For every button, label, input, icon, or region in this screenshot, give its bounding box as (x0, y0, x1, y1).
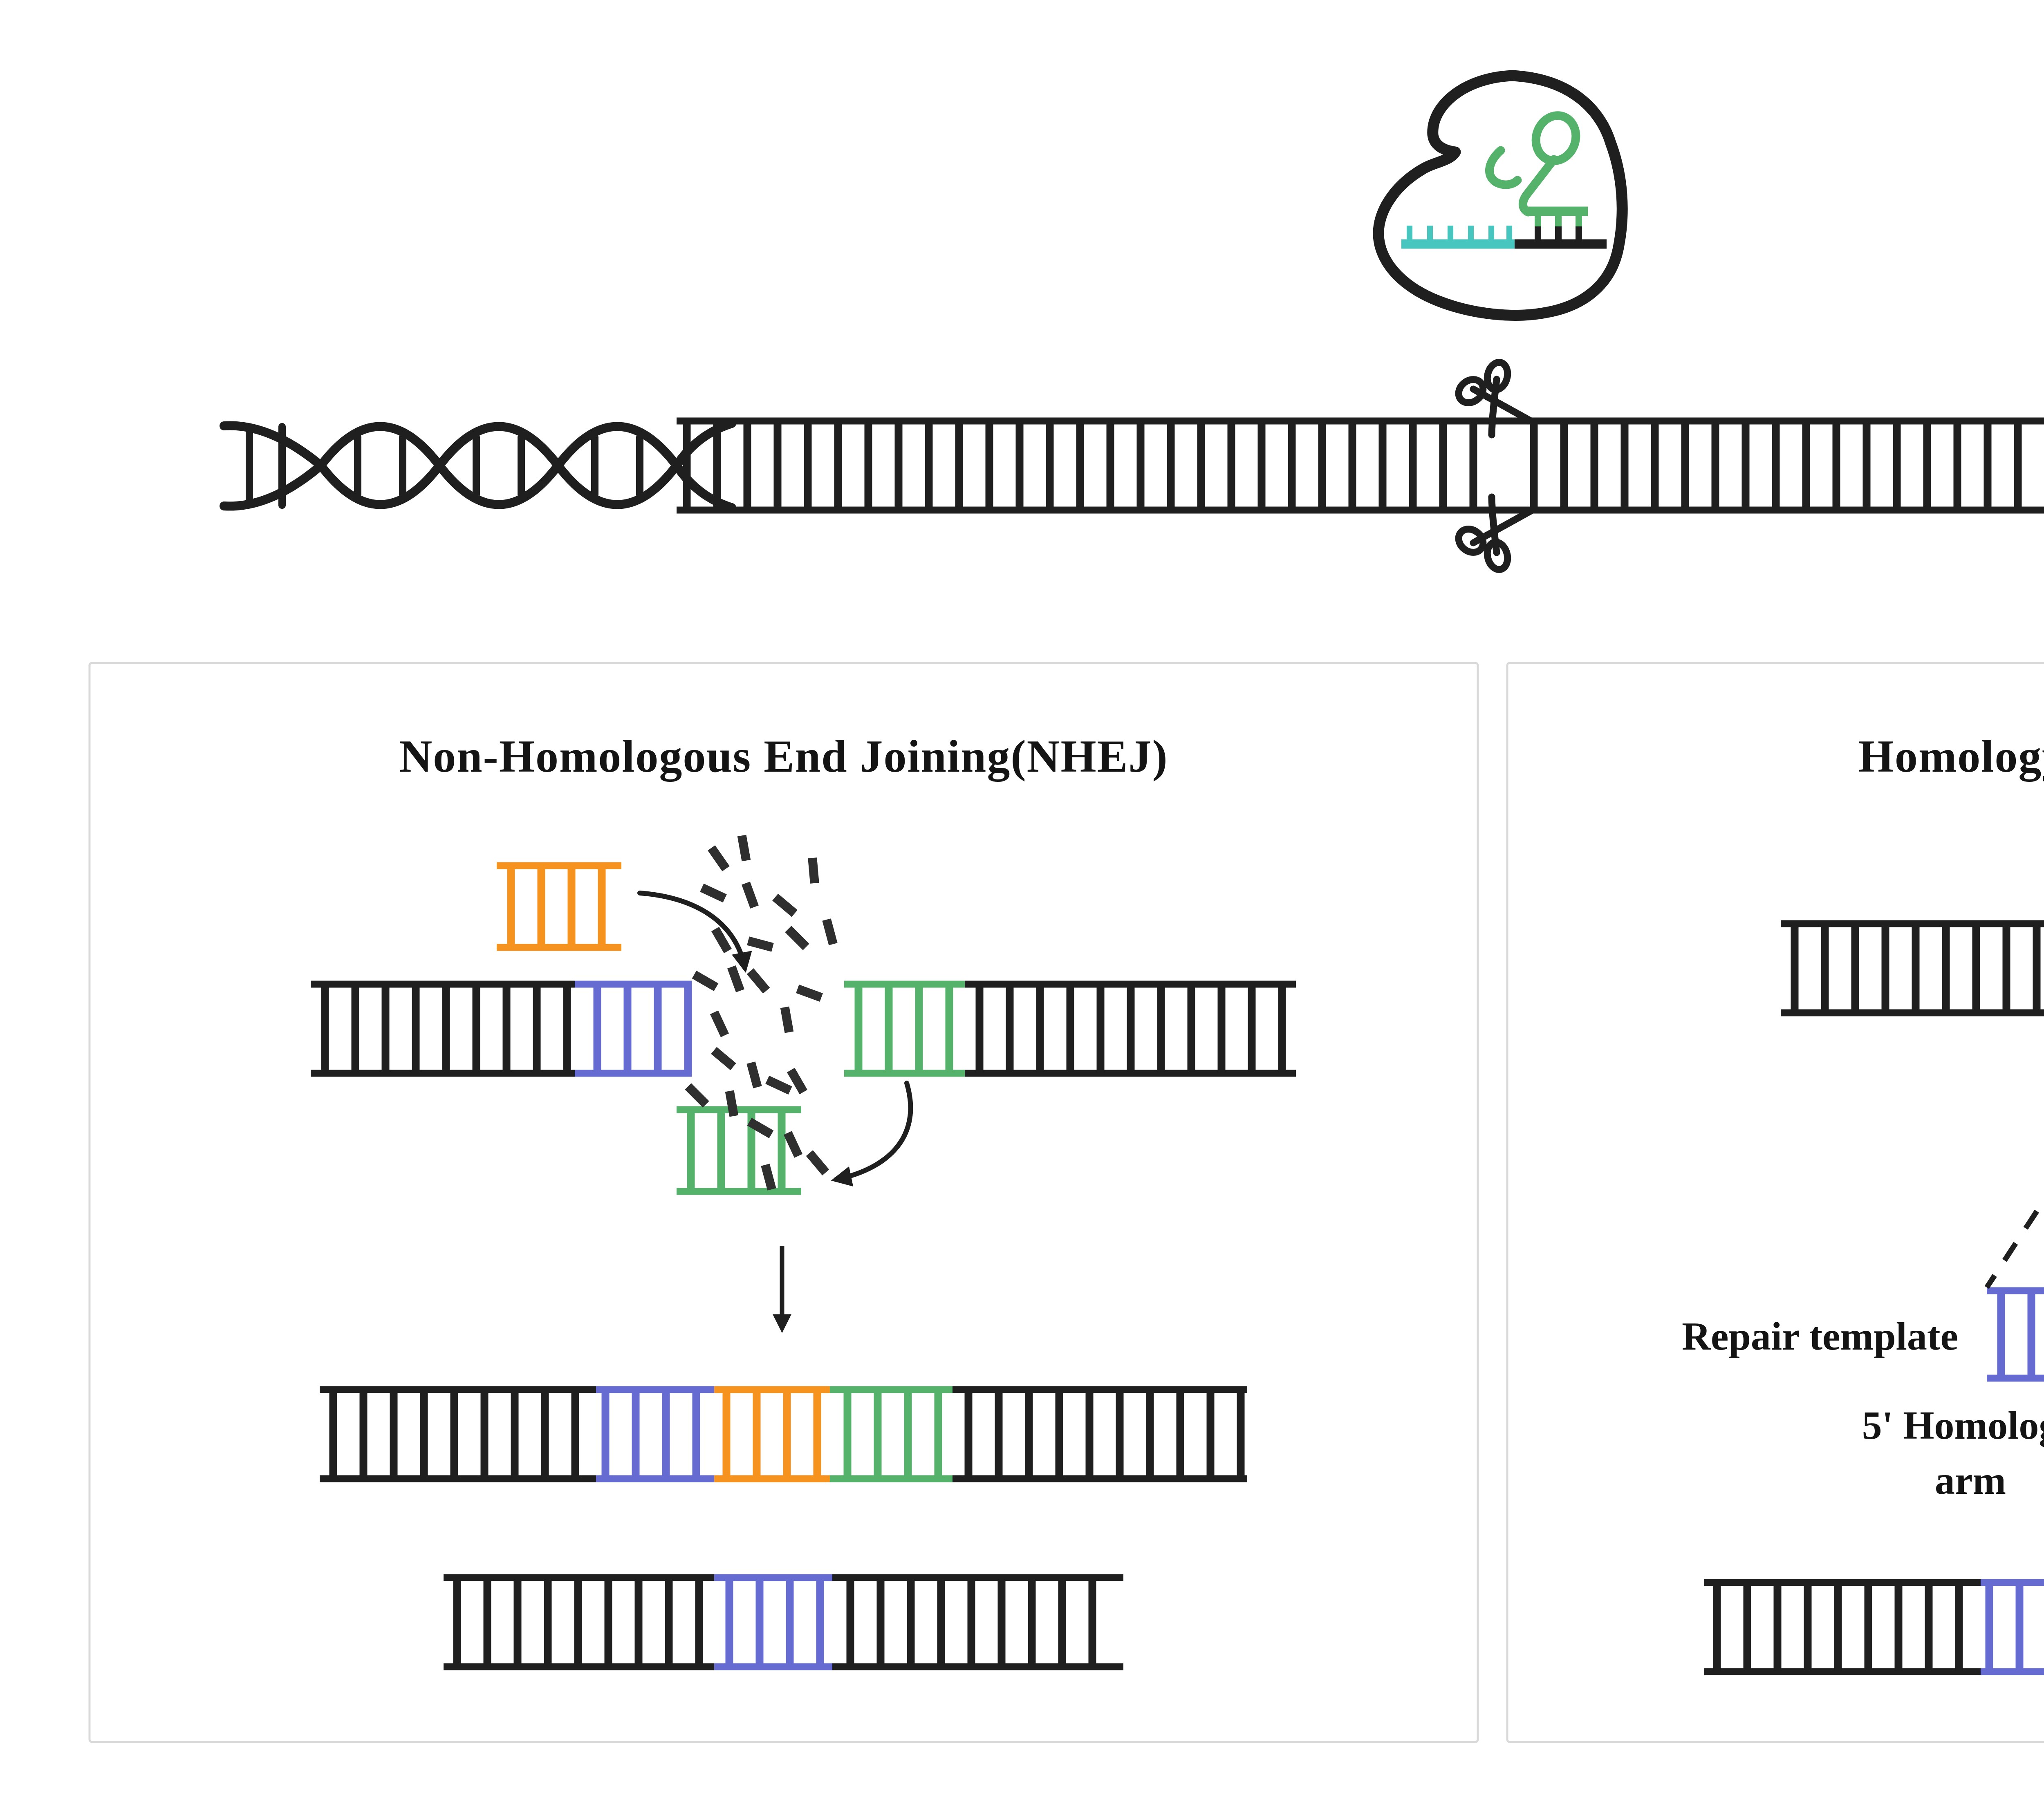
hdr-panel: Homology-Directed Repair(HDR) Repair tem… (1506, 662, 2044, 1743)
helix-left (220, 419, 736, 512)
nhej-dna-pieces (311, 862, 1296, 1670)
nhej-title: Non-Homologous End Joining(NHEJ) (399, 731, 1168, 782)
nhej-insert-arrow (637, 891, 752, 973)
nhej-excise-arrow (831, 1081, 913, 1186)
guide-rna-icon (1485, 111, 1588, 226)
nhej-panel: Non-Homologous End Joining(NHEJ) (88, 662, 1479, 1743)
five-prime-homology-arm-label-line1: 5' Homology (1862, 1404, 2044, 1448)
cas9-blob-outline (1373, 70, 1628, 321)
target-dna-strand-icon (1401, 226, 1607, 249)
hdr-panel-border (1506, 662, 2044, 1743)
nhej-debris-fragments (685, 835, 838, 1191)
nhej-panel-border (88, 662, 1479, 1743)
scissors-icon-bottom (1455, 493, 1537, 573)
hdr-title: Homology-Directed Repair(HDR) (1858, 731, 2044, 782)
repair-template-label: Repair template (1682, 1314, 1958, 1359)
genomic-dna-double-helix (220, 417, 2044, 514)
dna-ladder-straight-region (677, 417, 2044, 514)
hdr-dna-pieces (1704, 920, 2044, 1675)
five-prime-homology-arm-label-line2: arm (1935, 1459, 2006, 1503)
cas9-grna-complex-icon (1373, 70, 1628, 321)
scissors-icon-top (1455, 359, 1537, 439)
